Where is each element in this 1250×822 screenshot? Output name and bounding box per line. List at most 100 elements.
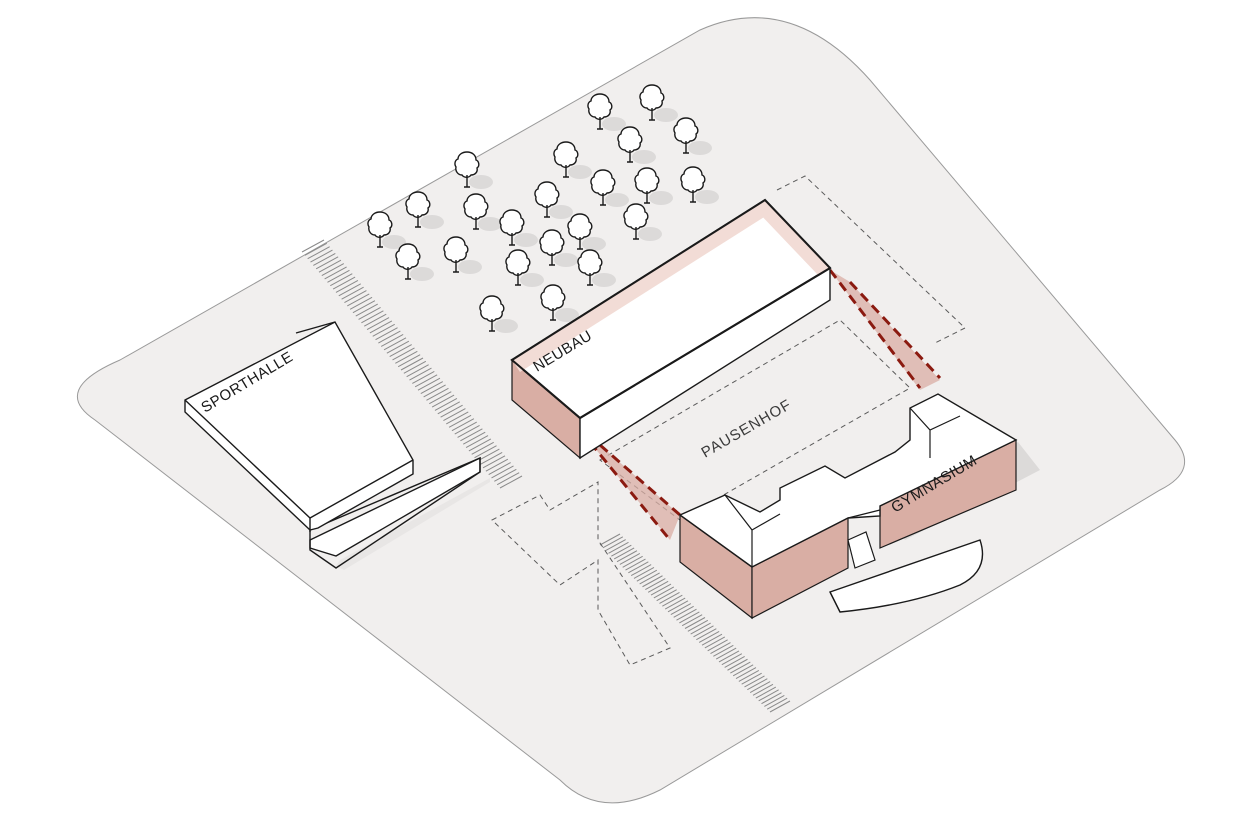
hatch-line	[417, 377, 441, 391]
hatch-line	[704, 636, 726, 649]
hatch-line	[477, 448, 500, 462]
hatch-line	[707, 639, 728, 652]
hatch-line	[378, 330, 401, 344]
tree-shadow	[582, 237, 606, 251]
tree-shadow	[654, 108, 678, 122]
tree-shadow	[554, 253, 578, 267]
hatch-line	[471, 441, 494, 455]
hatch-line	[330, 273, 353, 287]
hatch-line	[724, 656, 745, 668]
tree-shadow	[420, 215, 444, 229]
hatch-line	[448, 414, 472, 428]
hatch-line	[622, 555, 643, 568]
hatch-line	[327, 269, 350, 283]
hatch-line	[721, 653, 743, 666]
hatch-line	[460, 428, 483, 442]
hatch-line	[386, 340, 410, 354]
hatch-line	[426, 387, 449, 401]
hatch-line	[494, 468, 517, 482]
hatch-line	[307, 246, 330, 260]
hatch-line	[764, 694, 785, 707]
hatch-line	[653, 586, 675, 599]
hatch-line	[732, 664, 754, 677]
hatch-line	[727, 658, 748, 671]
hatch-line	[443, 408, 466, 422]
hatch-line	[616, 550, 638, 563]
hatch-line	[375, 327, 398, 341]
hatch-line	[693, 625, 714, 638]
gymnasium-building	[678, 393, 1040, 620]
hatch-line	[462, 431, 486, 445]
hatch-line	[758, 689, 779, 702]
hatch-line	[664, 597, 686, 610]
hatch-line	[437, 401, 461, 415]
hatch-line	[752, 683, 774, 696]
tree-shadow	[520, 273, 544, 287]
neubau-building	[510, 198, 832, 460]
hatch-line	[313, 253, 336, 266]
hatch-line	[301, 239, 325, 253]
hatch-line	[696, 628, 717, 641]
hatch-line	[625, 558, 646, 571]
hatch-line	[352, 300, 376, 314]
hatch-line	[434, 398, 458, 411]
hatch-line	[409, 367, 432, 381]
hatch-line	[741, 672, 762, 685]
hatch-line	[361, 310, 384, 324]
tree-shadow	[688, 141, 712, 155]
hatch-line	[605, 539, 626, 552]
hatch-line	[344, 290, 367, 304]
hatch-line	[406, 364, 429, 378]
hatch-line	[451, 418, 475, 432]
tree-shadow	[632, 150, 656, 164]
hatch-line	[412, 371, 435, 384]
hatch-line	[321, 263, 345, 277]
hatch-line	[749, 681, 771, 693]
tree-shadow	[592, 273, 616, 287]
hatch-line	[347, 293, 370, 307]
hatch-line	[710, 642, 731, 654]
hatch-line	[431, 394, 455, 408]
hatch-line	[769, 700, 791, 713]
hatch-line	[491, 465, 514, 479]
hatch-line	[380, 333, 404, 347]
hatch-line	[650, 583, 672, 596]
hatch-line	[599, 533, 621, 546]
hatch-line	[755, 686, 777, 699]
hatch-line	[465, 435, 489, 448]
hatch-line	[628, 561, 649, 574]
hatch-line	[383, 337, 407, 351]
connector-strip-right	[828, 269, 942, 390]
hatch-line	[633, 566, 655, 579]
hatch-line	[420, 381, 444, 395]
hatch-line	[730, 661, 751, 674]
hatch-line	[423, 384, 446, 398]
hatch-line	[642, 575, 663, 588]
tree-shadow	[469, 175, 493, 189]
hatch-line	[670, 603, 692, 616]
tree-shadow	[478, 217, 502, 231]
sporthalle-building	[184, 321, 490, 570]
hatch-line	[611, 544, 632, 557]
hatch-line	[608, 541, 629, 554]
hatch-line	[397, 354, 421, 368]
hatch-line	[335, 280, 359, 293]
tree-shadow	[638, 227, 662, 241]
hatch-line	[747, 678, 768, 691]
dashed-outline-lower	[491, 481, 671, 666]
hatch-line	[496, 472, 520, 486]
hatch-line	[414, 374, 438, 388]
hatch-line	[619, 553, 641, 565]
hatch-line	[662, 594, 683, 607]
tree-shadow	[568, 165, 592, 179]
hatch-line	[639, 572, 660, 585]
hatch-line	[372, 323, 395, 337]
hatch-line	[369, 320, 393, 334]
hatch-line	[468, 438, 492, 452]
tree-shadow	[410, 267, 434, 281]
tree-shadow	[494, 319, 518, 333]
hatch-line	[358, 306, 381, 320]
hatch-line	[482, 455, 506, 469]
hatch-line	[392, 347, 415, 361]
